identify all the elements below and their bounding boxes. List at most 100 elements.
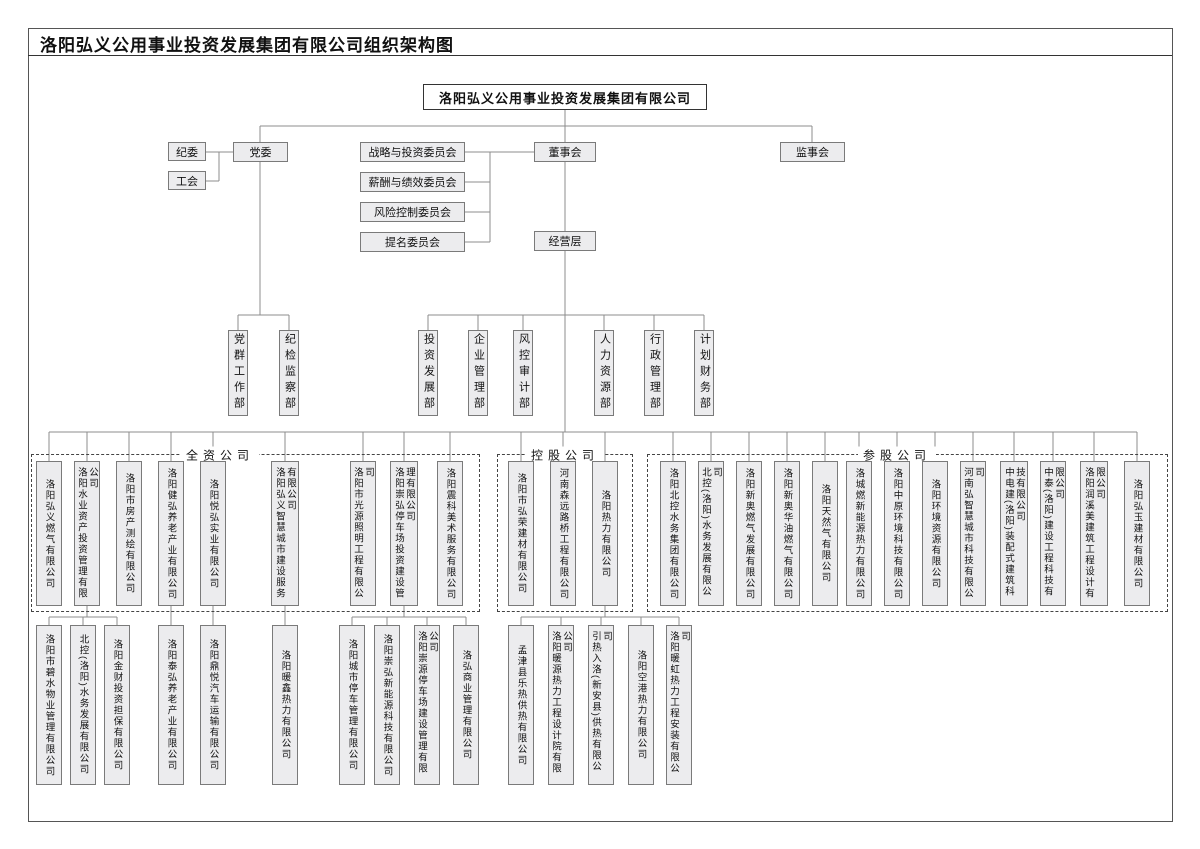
- participating-company: 河南弘智慧城市科技有限公司: [960, 461, 986, 606]
- company-name: 洛阳暖虹热力工程安装有限公司: [668, 631, 690, 774]
- participating-company: 洛阳北控水务集团有限公司: [660, 461, 686, 606]
- committee-box: 战略与投资委员会: [360, 142, 465, 162]
- company-name: 洛阳崇源停车场建设管理有限公司: [416, 631, 438, 774]
- department-name: 风控审计部: [517, 333, 530, 413]
- subsidiary-company: 洛弘商业管理有限公司: [453, 625, 479, 785]
- company-name: 洛阳热力有限公司: [599, 489, 611, 578]
- company-name: 洛阳城市停车管理有限公司: [346, 639, 358, 771]
- department-name: 行政管理部: [648, 333, 661, 413]
- department-box: 投资发展部: [418, 330, 438, 416]
- committee-box: 提名委员会: [360, 232, 465, 252]
- company-name: 河南森远路桥工程有限公司: [557, 467, 569, 600]
- subsidiary-company: 洛阳暖鑫热力有限公司: [272, 625, 298, 785]
- board-of-supervisors-box: 监事会: [780, 142, 845, 162]
- participating-company: 洛阳新奥燃气发展有限公司: [736, 461, 762, 606]
- participating-company: 洛阳中原环境科技有限公司: [884, 461, 910, 606]
- participating-company: 洛阳天然气有限公司: [812, 461, 838, 606]
- participating-company: 洛阳弘玉建材有限公司: [1124, 461, 1150, 606]
- party-department-box: 党群工作部: [228, 330, 248, 416]
- wholly-owned-company: 洛阳市房产测绘有限公司: [116, 461, 142, 606]
- company-name: 北控(洛阳)水务发展有限公司: [700, 467, 722, 598]
- wholly-owned-company: 洛阳水业资产投资管理有限公司: [74, 461, 100, 606]
- subsidiary-company: 洛阳崇源停车场建设管理有限公司: [414, 625, 440, 785]
- company-name: 洛阳金财投资担保有限公司: [111, 639, 123, 771]
- company-name: 北控(洛阳)水务发展有限公司: [77, 634, 89, 776]
- page-border: [28, 28, 1173, 822]
- root-company-box: 洛阳弘义公用事业投资发展集团有限公司: [423, 84, 707, 110]
- subsidiary-company: 洛阳暖源热力工程设计院有限公司: [548, 625, 574, 785]
- department-name: 投资发展部: [422, 333, 435, 413]
- party-committee-box: 党委: [233, 142, 288, 162]
- committee-box: 风险控制委员会: [360, 202, 465, 222]
- company-name: 洛阳环境资源有限公司: [929, 478, 941, 589]
- subsidiary-company: 洛阳暖虹热力工程安装有限公司: [666, 625, 692, 785]
- subsidiary-company: 洛阳市碧水物业管理有限公司: [36, 625, 62, 785]
- company-name: 洛阳弘玉建材有限公司: [1131, 478, 1143, 589]
- participating-company: 洛阳新奥华油燃气有限公司: [774, 461, 800, 606]
- participating-group-label: 参股公司: [857, 446, 937, 464]
- wholly-owned-group-label: 全资公司: [180, 446, 260, 464]
- participating-company: 中电建(洛阳)装配式建筑科技有限公司: [1000, 461, 1028, 606]
- wholly-owned-company: 洛阳健弘养老产业有限公司: [158, 461, 184, 606]
- company-name: 洛阳崇弘新能源科技有限公司: [381, 633, 393, 777]
- participating-company: 中泰(洛阳)建设工程科技有限公司: [1040, 461, 1066, 606]
- party-department-box: 纪检监察部: [279, 330, 299, 416]
- page-title: 洛阳弘义公用事业投资发展集团有限公司组织架构图: [40, 36, 454, 55]
- company-name: 洛阳市碧水物业管理有限公司: [43, 633, 55, 777]
- labor-union-box: 工会: [168, 171, 206, 190]
- wholly-owned-company: 洛阳崇弘停车场投资建设管理有限公司: [390, 461, 418, 606]
- department-name: 党群工作部: [232, 333, 245, 413]
- committee-box: 薪酬与绩效委员会: [360, 172, 465, 192]
- management-level-box: 经营层: [534, 231, 596, 251]
- subsidiary-company: 洛阳泰弘养老产业有限公司: [158, 625, 184, 785]
- department-box: 风控审计部: [513, 330, 533, 416]
- company-name: 洛弘商业管理有限公司: [460, 650, 472, 760]
- wholly-owned-company: 洛阳弘义智慧城市建设服务有限公司: [271, 461, 299, 606]
- company-name: 河南弘智慧城市科技有限公司: [962, 467, 984, 599]
- company-name: 洛阳中原环境科技有限公司: [891, 467, 903, 600]
- participating-company: 洛阳环境资源有限公司: [922, 461, 948, 606]
- subsidiary-company: 洛阳金财投资担保有限公司: [104, 625, 130, 785]
- holding-company: 洛阳热力有限公司: [592, 461, 618, 606]
- company-name: 洛阳空港热力有限公司: [635, 650, 647, 760]
- company-name: 洛阳水业资产投资管理有限公司: [76, 467, 98, 599]
- discipline-committee-box: 纪委: [168, 142, 206, 161]
- company-name: 洛阳健弘养老产业有限公司: [165, 467, 177, 600]
- company-name: 洛阳市房产测绘有限公司: [123, 473, 135, 594]
- wholly-owned-company: 洛阳市光源照明工程有限公司: [350, 461, 376, 606]
- company-name: 洛阳弘义燃气有限公司: [43, 478, 55, 589]
- company-name: 洛阳市弘荣建材有限公司: [515, 473, 527, 594]
- department-name: 人力资源部: [598, 333, 611, 413]
- company-name: 洛阳市光源照明工程有限公司: [352, 467, 374, 599]
- participating-company: 北控(洛阳)水务发展有限公司: [698, 461, 724, 606]
- company-name: 洛阳天然气有限公司: [819, 484, 831, 583]
- subsidiary-company: 孟津县乐热供热有限公司: [508, 625, 534, 785]
- board-of-directors-box: 董事会: [534, 142, 596, 162]
- subsidiary-company: 引热入洛(新安县)供热有限公司: [588, 625, 614, 785]
- holding-company: 洛阳市弘荣建材有限公司: [508, 461, 534, 606]
- company-name: 洛阳暖源热力工程设计院有限公司: [550, 631, 572, 774]
- company-name: 引热入洛(新安县)供热有限公司: [590, 631, 612, 773]
- title-divider: [28, 55, 1172, 56]
- department-box: 行政管理部: [644, 330, 664, 416]
- subsidiary-company: 洛阳崇弘新能源科技有限公司: [374, 625, 400, 785]
- wholly-owned-company: 洛阳震科美术服务有限公司: [437, 461, 463, 606]
- company-name: 中泰(洛阳)建设工程科技有限公司: [1042, 467, 1064, 598]
- department-name: 企业管理部: [472, 333, 485, 413]
- company-name: 洛城燃新能源热力有限公司: [853, 467, 865, 600]
- company-name: 洛阳新奥燃气发展有限公司: [743, 467, 755, 600]
- holding-company: 河南森远路桥工程有限公司: [550, 461, 576, 606]
- company-name: 洛阳鼎悦汽车运输有限公司: [207, 639, 219, 771]
- wholly-owned-company: 洛阳悦弘实业有限公司: [200, 461, 226, 606]
- subsidiary-company: 洛阳空港热力有限公司: [628, 625, 654, 785]
- department-name: 纪检监察部: [283, 333, 296, 413]
- company-name: 洛阳润溪美建筑工程设计有限公司: [1083, 467, 1105, 599]
- company-name: 洛阳新奥华油燃气有限公司: [781, 467, 793, 600]
- wholly-owned-company: 洛阳弘义燃气有限公司: [36, 461, 62, 606]
- holding-group-label: 控股公司: [525, 446, 605, 464]
- subsidiary-company: 洛阳城市停车管理有限公司: [339, 625, 365, 785]
- company-name: 洛阳悦弘实业有限公司: [207, 478, 219, 589]
- subsidiary-company: 北控(洛阳)水务发展有限公司: [70, 625, 96, 785]
